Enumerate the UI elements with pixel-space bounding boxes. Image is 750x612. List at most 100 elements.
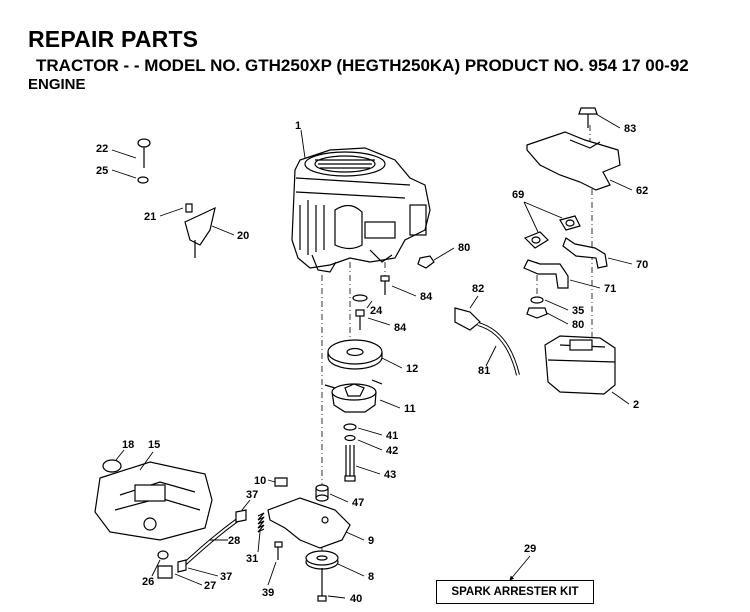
section-heading: ENGINE	[28, 76, 86, 93]
leader-80-upper	[433, 247, 455, 261]
spacer-47-part	[315, 484, 329, 502]
callout-21: 21	[144, 211, 156, 223]
leader-20	[211, 225, 235, 236]
callout-80-lower: 80	[572, 319, 584, 331]
leader-29	[509, 555, 531, 581]
callout-10: 10	[254, 475, 266, 487]
idler-bracket-9-part	[267, 497, 351, 549]
callout-39: 39	[262, 587, 274, 599]
callout-69: 69	[512, 189, 524, 201]
callout-83: 83	[624, 123, 636, 135]
leader-69-b	[523, 201, 563, 219]
callout-9: 9	[368, 535, 374, 547]
washer-25-part	[137, 176, 149, 184]
leader-40	[327, 595, 346, 599]
callout-25: 25	[96, 165, 108, 177]
callout-37-upper: 37	[246, 489, 258, 501]
leader-39	[267, 561, 277, 586]
leader-84-lower	[367, 317, 391, 326]
leader-21	[159, 207, 184, 217]
leader-1	[300, 129, 306, 159]
callout-35: 35	[572, 305, 584, 317]
leader-9	[345, 531, 365, 541]
heat-shield-part	[526, 131, 621, 191]
spring-31-part	[257, 512, 265, 533]
leader-70	[607, 257, 633, 265]
leader-8	[337, 563, 365, 577]
callout-29: 29	[524, 543, 536, 555]
callout-70: 70	[636, 259, 648, 271]
callout-28: 28	[228, 535, 240, 547]
fitting-26-body	[157, 565, 173, 579]
bracket-20-part	[184, 206, 216, 246]
heat-shield-detail	[569, 139, 601, 149]
leader-27	[174, 573, 203, 586]
callout-40: 40	[350, 593, 362, 605]
leader-35	[544, 299, 569, 311]
leader-71	[569, 279, 601, 289]
callout-84-upper: 84	[420, 291, 433, 303]
nut-80-upper-part	[417, 255, 435, 269]
callout-31: 31	[246, 553, 258, 565]
fitting-26-part	[157, 550, 169, 560]
leader-83	[595, 113, 621, 129]
callout-2: 2	[633, 399, 639, 411]
callout-20: 20	[237, 230, 249, 242]
exhaust-pipe-part	[523, 237, 608, 289]
screw-83-part	[578, 107, 598, 128]
leader-37-lower	[187, 567, 219, 577]
callout-43: 43	[384, 469, 396, 481]
callout-84-lower: 84	[394, 322, 407, 334]
engine-part	[291, 147, 431, 273]
callout-12: 12	[406, 363, 418, 375]
leader-10	[267, 479, 276, 483]
leader-25	[111, 169, 137, 179]
washer-24-part	[352, 294, 368, 302]
bolt-84-part	[380, 275, 390, 295]
leader-43	[355, 465, 381, 475]
clamp-37-part	[235, 509, 247, 523]
bolt-84-lower-part	[355, 309, 365, 330]
leader-82	[469, 295, 479, 309]
model-subtitle: TRACTOR - - MODEL NO. GTH250XP (HEGTH250…	[36, 56, 689, 75]
bolt-43-part	[344, 445, 356, 482]
clamp-37-lower-part	[177, 559, 187, 573]
bolt-22-part	[137, 138, 151, 168]
callout-81: 81	[478, 365, 490, 377]
leader-37-upper	[241, 499, 251, 511]
leader-26	[151, 559, 161, 577]
callout-27: 27	[204, 580, 216, 592]
leader-2	[611, 391, 630, 405]
callout-71: 71	[604, 283, 616, 295]
callout-18: 18	[122, 439, 134, 451]
idler-pulley-8-part	[305, 550, 339, 570]
leader-80-lower	[546, 312, 569, 325]
leader-15	[139, 451, 154, 471]
bolt-40-part	[317, 568, 327, 602]
clutch-11-part	[324, 379, 383, 413]
washer-41-part	[343, 423, 357, 431]
leader-31	[257, 531, 261, 553]
leader-22	[111, 149, 137, 159]
leader-11	[379, 399, 401, 409]
screw-21-part	[185, 203, 193, 213]
callout-11: 11	[404, 403, 416, 415]
bracket-hole	[321, 516, 329, 524]
air-cleaner-15-part	[94, 461, 213, 541]
leader-81	[485, 345, 497, 367]
lockwasher-35-part	[530, 296, 544, 304]
leader-24	[366, 300, 373, 309]
spark-plug-wire-part	[454, 307, 520, 376]
leader-62	[609, 179, 633, 191]
spark-arrester-kit-label: SPARK ARRESTER KIT	[436, 580, 594, 604]
callout-8: 8	[368, 571, 374, 583]
leader-41	[357, 427, 383, 436]
gasket-69-part	[523, 215, 581, 249]
pulley-12-part	[327, 339, 383, 370]
callout-24: 24	[370, 305, 383, 317]
screw-10-part	[274, 477, 288, 487]
callout-37-lower: 37	[220, 571, 232, 583]
callout-22: 22	[96, 143, 108, 155]
callout-47: 47	[352, 497, 364, 509]
leader-84-upper	[391, 285, 417, 297]
